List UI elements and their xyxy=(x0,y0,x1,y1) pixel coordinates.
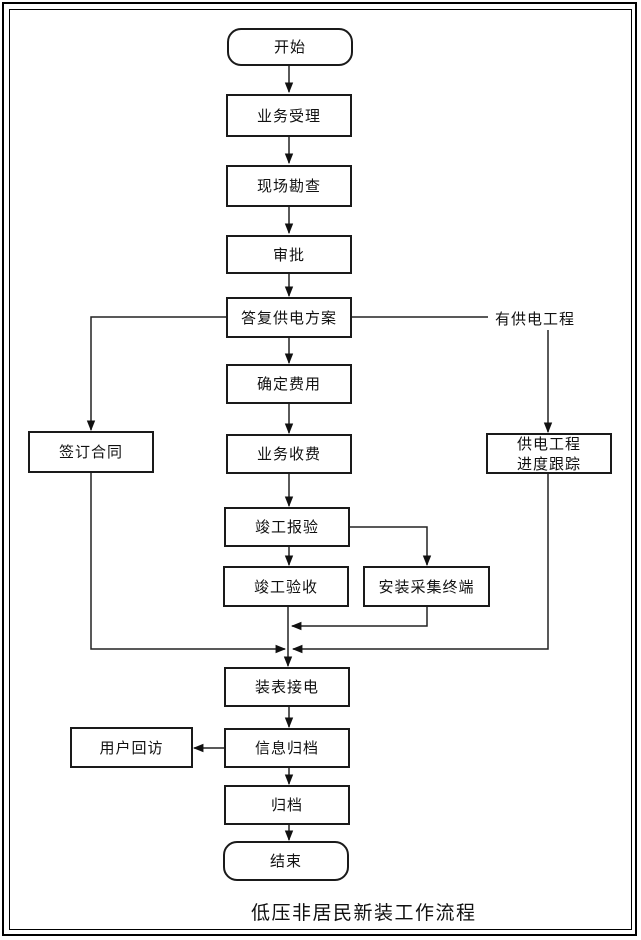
inner-border xyxy=(9,9,632,930)
node-archive: 归档 xyxy=(224,785,350,825)
branch-label-power-project: 有供电工程 xyxy=(495,308,576,329)
node-completion-report: 竣工报验 xyxy=(224,507,350,547)
edge-reply-contract xyxy=(86,316,226,432)
edge-contract-merge xyxy=(90,473,287,654)
edge-track-merge xyxy=(291,474,549,654)
node-user-revisit: 用户回访 xyxy=(70,727,193,768)
diagram-title: 低压非居民新装工作流程 xyxy=(251,902,477,924)
node-completion-acceptance: 竣工验收 xyxy=(223,566,349,607)
edge-report-terminal xyxy=(350,526,432,567)
node-info-archive: 信息归档 xyxy=(224,728,350,768)
node-reply-power-plan: 答复供电方案 xyxy=(226,297,352,338)
node-end: 结束 xyxy=(223,841,349,881)
node-install-collection-terminal: 安装采集终端 xyxy=(363,566,490,607)
node-confirm-fee: 确定费用 xyxy=(226,364,352,404)
edge-terminal-merge xyxy=(290,607,428,631)
node-sign-contract: 签订合同 xyxy=(28,431,154,473)
node-site-survey: 现场勘查 xyxy=(226,165,352,207)
node-power-project-tracking: 供电工程 进度跟踪 xyxy=(486,433,612,474)
node-approval: 审批 xyxy=(226,235,352,274)
node-meter-installation: 装表接电 xyxy=(224,667,350,707)
node-start: 开始 xyxy=(227,28,353,66)
node-business-charge: 业务收费 xyxy=(226,434,352,474)
node-business-acceptance: 业务受理 xyxy=(226,94,352,137)
